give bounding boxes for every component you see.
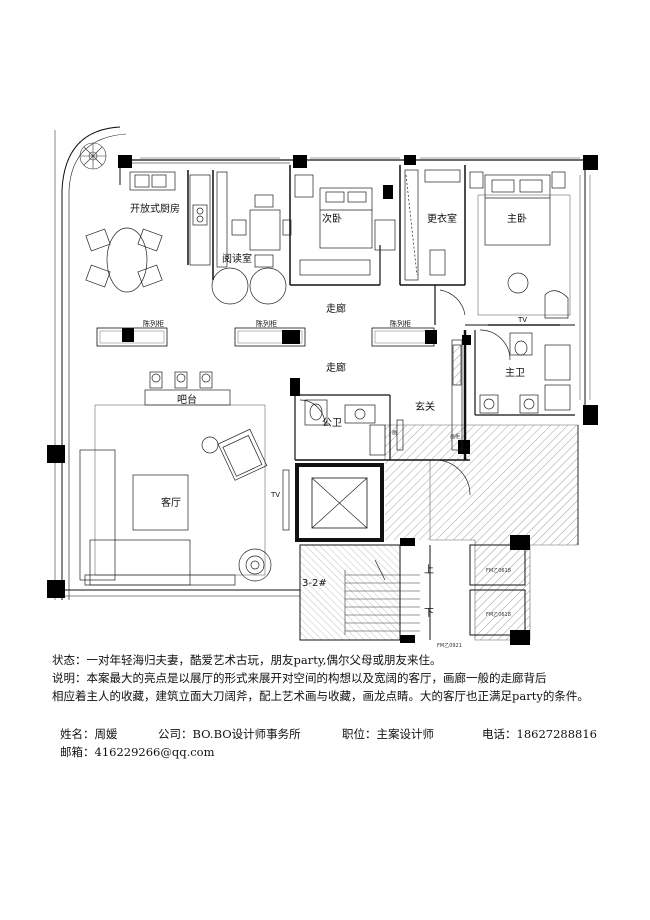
door-code-3: FM乙0921 bbox=[437, 642, 462, 649]
kitchen-furniture bbox=[85, 171, 211, 293]
room-labels: 开放式厨房 阅读室 次卧 更衣室 主卧 走廊 走廊 吧台 客厅 公卫 玄关 主卫… bbox=[130, 202, 527, 589]
living-room-label: 客厅 bbox=[161, 496, 181, 509]
display-cabinet-label-1: 陈列柜 bbox=[143, 319, 164, 328]
windows bbox=[140, 157, 591, 400]
entrance-fixtures bbox=[396, 289, 471, 496]
master-bath-fixtures bbox=[479, 329, 571, 414]
stair-down-label: 下 bbox=[424, 608, 434, 619]
status-line: 状态：一对年轻海归夫妻，酷爱艺术古玩，朋友party,偶尔父母或朋友来住。 bbox=[52, 653, 442, 667]
stair-label: 3-2# bbox=[302, 578, 327, 589]
display-cabinet-label-3: 陈列柜 bbox=[390, 319, 411, 328]
floor-plan: 开放式厨房 阅读室 次卧 更衣室 主卧 走廊 走廊 吧台 客厅 公卫 玄关 主卫… bbox=[47, 126, 598, 649]
bar-label: 吧台 bbox=[177, 393, 197, 406]
second-bedroom-label: 次卧 bbox=[322, 212, 342, 225]
spiral-stair bbox=[79, 142, 107, 170]
note-line-2: 相应着主人的收藏，建筑立面大刀阔斧，配上艺术画与收藏，画龙点睛。大的客厅也正满足… bbox=[52, 689, 589, 703]
corridor-mid-label: 走廊 bbox=[326, 361, 346, 374]
second-bedroom-furniture bbox=[294, 174, 396, 276]
painting-label: 画 bbox=[392, 430, 397, 436]
closet-furniture bbox=[404, 169, 461, 281]
guest-bath-label: 公卫 bbox=[322, 418, 342, 429]
designer-name: 姓名：周媛 bbox=[60, 727, 118, 741]
painting-cabinet-label: 画柜 bbox=[450, 433, 460, 440]
reading-furniture bbox=[211, 171, 292, 305]
designer-email: 邮箱：416229266@qq.com bbox=[60, 745, 215, 759]
designer-phone: 电话：18627288816 bbox=[482, 727, 597, 741]
tv-master-label: TV bbox=[517, 316, 527, 324]
exterior-walls bbox=[54, 126, 586, 641]
stair-treads bbox=[344, 559, 420, 635]
guest-bath-fixtures bbox=[299, 399, 386, 456]
tv-living-label: TV bbox=[270, 491, 280, 499]
living-furniture bbox=[79, 404, 290, 586]
master-bedroom-furniture bbox=[469, 171, 571, 326]
note-line-1: 说明：本案最大的亮点是以展厅的形式来展开对空间的构想以及宽阔的客厅，画廊一般的走… bbox=[52, 671, 547, 685]
stair-up-label: 上 bbox=[424, 564, 434, 576]
display-cabinet-label-2: 陈列柜 bbox=[256, 319, 277, 328]
reading-room-label: 阅读室 bbox=[222, 252, 252, 265]
door-code-2: FM乙0618 bbox=[486, 611, 511, 618]
master-bath-label: 主卫 bbox=[505, 367, 525, 379]
designer-position: 职位：主案设计师 bbox=[342, 727, 434, 741]
master-bedroom-label: 主卧 bbox=[507, 212, 527, 225]
designer-company: 公司：BO.BO设计师事务所 bbox=[158, 727, 301, 741]
display-cabinets bbox=[96, 327, 435, 347]
hatched-areas bbox=[299, 424, 579, 641]
entrance-label: 玄关 bbox=[415, 400, 435, 413]
kitchen-label: 开放式厨房 bbox=[130, 202, 180, 215]
annotation-labels: 陈列柜 陈列柜 陈列柜 TV TV 画 画柜 上 下 FM乙0618 FM乙06… bbox=[143, 316, 527, 649]
door-code-1: FM乙0618 bbox=[486, 567, 511, 574]
closet-label: 更衣室 bbox=[427, 212, 457, 225]
corridor-top-label: 走廊 bbox=[326, 302, 346, 315]
